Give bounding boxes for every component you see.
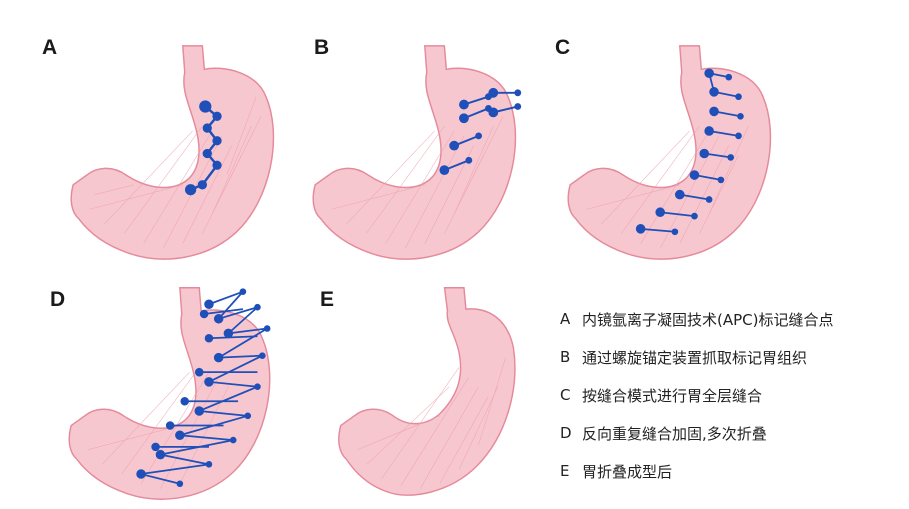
legend-key: C [560, 386, 582, 404]
stomach-diagram-d [55, 280, 295, 508]
legend-text: 胃折叠成型后 [582, 461, 672, 482]
legend-key: D [560, 424, 582, 442]
legend-item-c: C 按缝合模式进行胃全层缝合 [560, 376, 905, 414]
legend-text: 通过螺旋锚定装置抓取标记胃组织 [582, 347, 807, 368]
stomach-diagram-e [325, 280, 535, 508]
panel-b: B [300, 0, 560, 260]
panel-c: C [555, 0, 855, 260]
legend: A 内镜氩离子凝固技术(APC)标记缝合点 B 通过螺旋锚定装置抓取标记胃组织 … [560, 300, 905, 490]
panel-label-a: A [42, 36, 57, 60]
legend-text: 内镜氩离子凝固技术(APC)标记缝合点 [582, 309, 834, 330]
panel-e: E [310, 280, 540, 509]
legend-item-b: B 通过螺旋锚定装置抓取标记胃组织 [560, 338, 905, 376]
legend-text: 反向重复缝合加固,多次折叠 [582, 423, 767, 444]
legend-item-e: E 胃折叠成型后 [560, 452, 905, 490]
legend-key: B [560, 348, 582, 366]
legend-key: A [560, 310, 582, 328]
stomach-diagram-c [555, 38, 785, 268]
legend-text: 按缝合模式进行胃全层缝合 [582, 385, 762, 406]
stomach-diagram-a [58, 38, 288, 268]
legend-item-a: A 内镜氩离子凝固技术(APC)标记缝合点 [560, 300, 905, 338]
legend-key: E [560, 462, 582, 480]
panel-a: A [0, 0, 300, 260]
panel-d: D [0, 280, 310, 509]
legend-item-d: D 反向重复缝合加固,多次折叠 [560, 414, 905, 452]
stomach-diagram-b [300, 38, 530, 268]
